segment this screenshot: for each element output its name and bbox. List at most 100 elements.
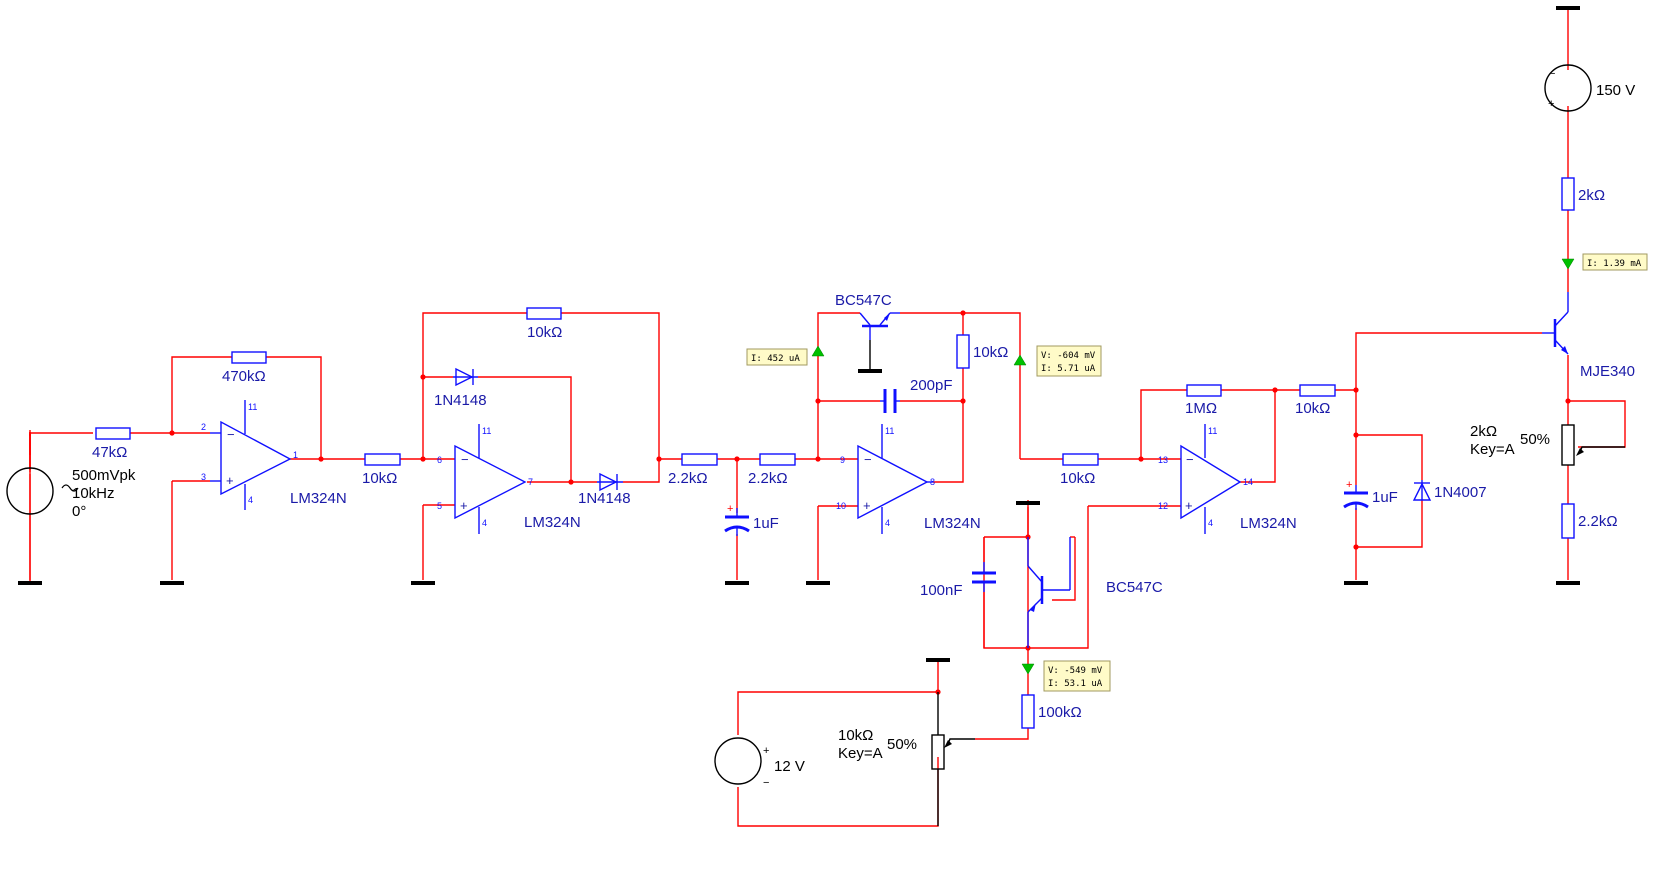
- opamp-u1: − + 2 3 1 11 4 LM324N: [201, 400, 347, 510]
- svg-text:−: −: [227, 427, 235, 442]
- opamp-u4: − + 13 12 14 11 4 LM324N: [1158, 424, 1297, 534]
- u1-pin-inv: 2: [201, 422, 206, 432]
- resistor-r-base-ref: 100kΩ: [1021, 694, 1082, 729]
- u3-pin-out: 8: [930, 477, 935, 487]
- capacitor-c-bias-label: 100nF: [920, 582, 963, 599]
- u3-pin-noninv: 10: [836, 501, 846, 511]
- supply-low-label: 12 V: [774, 758, 805, 775]
- resistor-r-filt2: 2.2kΩ: [748, 453, 796, 487]
- svg-text:−: −: [763, 777, 769, 789]
- probe-p3-arrow: [1021, 663, 1035, 675]
- u2-pin-noninv: 5: [437, 501, 442, 511]
- u2-pin-inv: 6: [437, 455, 442, 465]
- u3-pin-vneg: 4: [885, 518, 890, 528]
- resistor-r-top: 2kΩ: [1561, 177, 1605, 211]
- u4-pin-vneg: 4: [1208, 518, 1213, 528]
- resistor-r-u2-in: 10kΩ: [362, 453, 401, 487]
- probe-p2-text2: I: 5.71 uA: [1041, 364, 1096, 374]
- transistor-q-bias: BC547C: [1027, 537, 1163, 648]
- supply-high-label: 150 V: [1596, 82, 1635, 99]
- opamp-u2: − + 6 5 7 11 4 LM324N: [437, 424, 581, 534]
- capacitor-c-int: 200pF: [880, 377, 953, 413]
- resistor-r-in: 47kΩ: [92, 427, 131, 461]
- capacitor-c-out: + 1uF: [1343, 479, 1398, 510]
- resistor-r-filt2-label: 2.2kΩ: [748, 470, 788, 487]
- transistor-q-out: MJE340: [1542, 292, 1635, 380]
- svg-text:−: −: [1549, 68, 1555, 80]
- opamp-u3: − + 9 10 8 11 4 LM324N: [836, 424, 981, 534]
- probe-p4-text: I: 1.39 mA: [1587, 259, 1642, 269]
- source-frequency-label: 10kHz: [72, 485, 115, 502]
- probe-p3: V: -549 mV I: 53.1 uA: [1021, 660, 1111, 692]
- svg-text:+: +: [1185, 498, 1193, 513]
- svg-text:+: +: [460, 498, 468, 513]
- resistor-r-u4-out-label: 10kΩ: [1295, 400, 1330, 417]
- capacitor-c-out-label: 1uF: [1372, 489, 1398, 506]
- svg-text:+: +: [727, 503, 733, 515]
- transistor-q-bias-label: BC547C: [1106, 579, 1163, 596]
- resistor-r-u2-in-label: 10kΩ: [362, 470, 397, 487]
- svg-text:+: +: [1548, 98, 1554, 110]
- pot-ref-setting: 50%: [887, 736, 917, 753]
- wires: [29, 10, 1626, 827]
- probe-p4: I: 1.39 mA: [1561, 253, 1648, 271]
- diode-d1-label: 1N4148: [434, 392, 487, 409]
- u4-pin-inv: 13: [1158, 455, 1168, 465]
- pot-ref-key: Key=A: [838, 745, 883, 762]
- svg-text:+: +: [226, 473, 234, 488]
- u3-pin-vpos: 11: [885, 426, 894, 436]
- resistor-r-emitter-label: 2.2kΩ: [1578, 513, 1618, 530]
- transistor-q-reset: BC547C: [835, 292, 900, 340]
- u3-pin-inv: 9: [840, 455, 845, 465]
- pot-out-value: 2kΩ: [1470, 423, 1497, 440]
- opamp-u1-label: LM324N: [290, 490, 347, 507]
- u1-pin-vpos: 11: [248, 402, 257, 412]
- resistor-r-u4-fb: 1MΩ: [1185, 384, 1222, 417]
- resistor-r-u4-in-label: 10kΩ: [1060, 470, 1095, 487]
- u2-pin-out: 7: [528, 477, 533, 487]
- svg-text:+: +: [763, 745, 769, 757]
- diode-d-clamp: 1N4007: [1412, 480, 1487, 501]
- probe-p2-text1: V: -604 mV: [1041, 351, 1096, 361]
- pot-ref-value: 10kΩ: [838, 727, 873, 744]
- resistor-r-filt1-label: 2.2kΩ: [668, 470, 708, 487]
- resistor-r-filt1: 2.2kΩ: [668, 453, 718, 487]
- transistor-q-reset-label: BC547C: [835, 292, 892, 309]
- probe-p1-text: I: 452 uA: [751, 354, 800, 364]
- probe-p2: V: -604 mV I: 5.71 uA: [1013, 345, 1102, 377]
- dc-supply-high: − + 150 V: [1544, 64, 1635, 112]
- capacitor-c-bias: 100nF: [920, 562, 996, 599]
- diode-d2-label: 1N4148: [578, 490, 631, 507]
- resistor-r-fb2-label: 10kΩ: [527, 324, 562, 341]
- resistor-r-u4-in: 10kΩ: [1060, 453, 1099, 487]
- opamp-u3-label: LM324N: [924, 515, 981, 532]
- opamp-u4-label: LM324N: [1240, 515, 1297, 532]
- probe-p2-arrow: [1013, 354, 1027, 366]
- ground-symbols: [18, 6, 1580, 662]
- u1-pin-out: 1: [293, 450, 298, 460]
- u4-pin-out: 14: [1243, 477, 1253, 487]
- svg-text:−: −: [864, 452, 872, 467]
- u2-pin-vneg: 4: [482, 518, 487, 528]
- svg-text:+: +: [1346, 479, 1352, 491]
- opamp-u2-label: LM324N: [524, 514, 581, 531]
- diode-d2: 1N4148: [578, 472, 631, 507]
- ac-voltage-source: 500mVpk 10kHz 0°: [6, 467, 136, 520]
- probe-p3-text1: V: -549 mV: [1048, 666, 1103, 676]
- resistor-r-emitter: 2.2kΩ: [1561, 503, 1618, 539]
- resistor-r-base-ref-label: 100kΩ: [1038, 704, 1082, 721]
- probe-p1: I: 452 uA: [746, 345, 825, 366]
- pot-out-key: Key=A: [1470, 441, 1515, 458]
- u4-pin-vpos: 11: [1208, 426, 1217, 436]
- capacitor-c-int-label: 200pF: [910, 377, 953, 394]
- probe-p4-arrow: [1561, 258, 1575, 270]
- pot-out-setting: 50%: [1520, 431, 1550, 448]
- source-phase-label: 0°: [72, 503, 86, 520]
- resistor-r-u4-out: 10kΩ: [1295, 384, 1336, 417]
- resistor-r-top-label: 2kΩ: [1578, 187, 1605, 204]
- svg-text:+: +: [863, 498, 871, 513]
- transistor-q-out-label: MJE340: [1580, 363, 1635, 380]
- u4-pin-noninv: 12: [1158, 501, 1168, 511]
- svg-text:−: −: [461, 452, 469, 467]
